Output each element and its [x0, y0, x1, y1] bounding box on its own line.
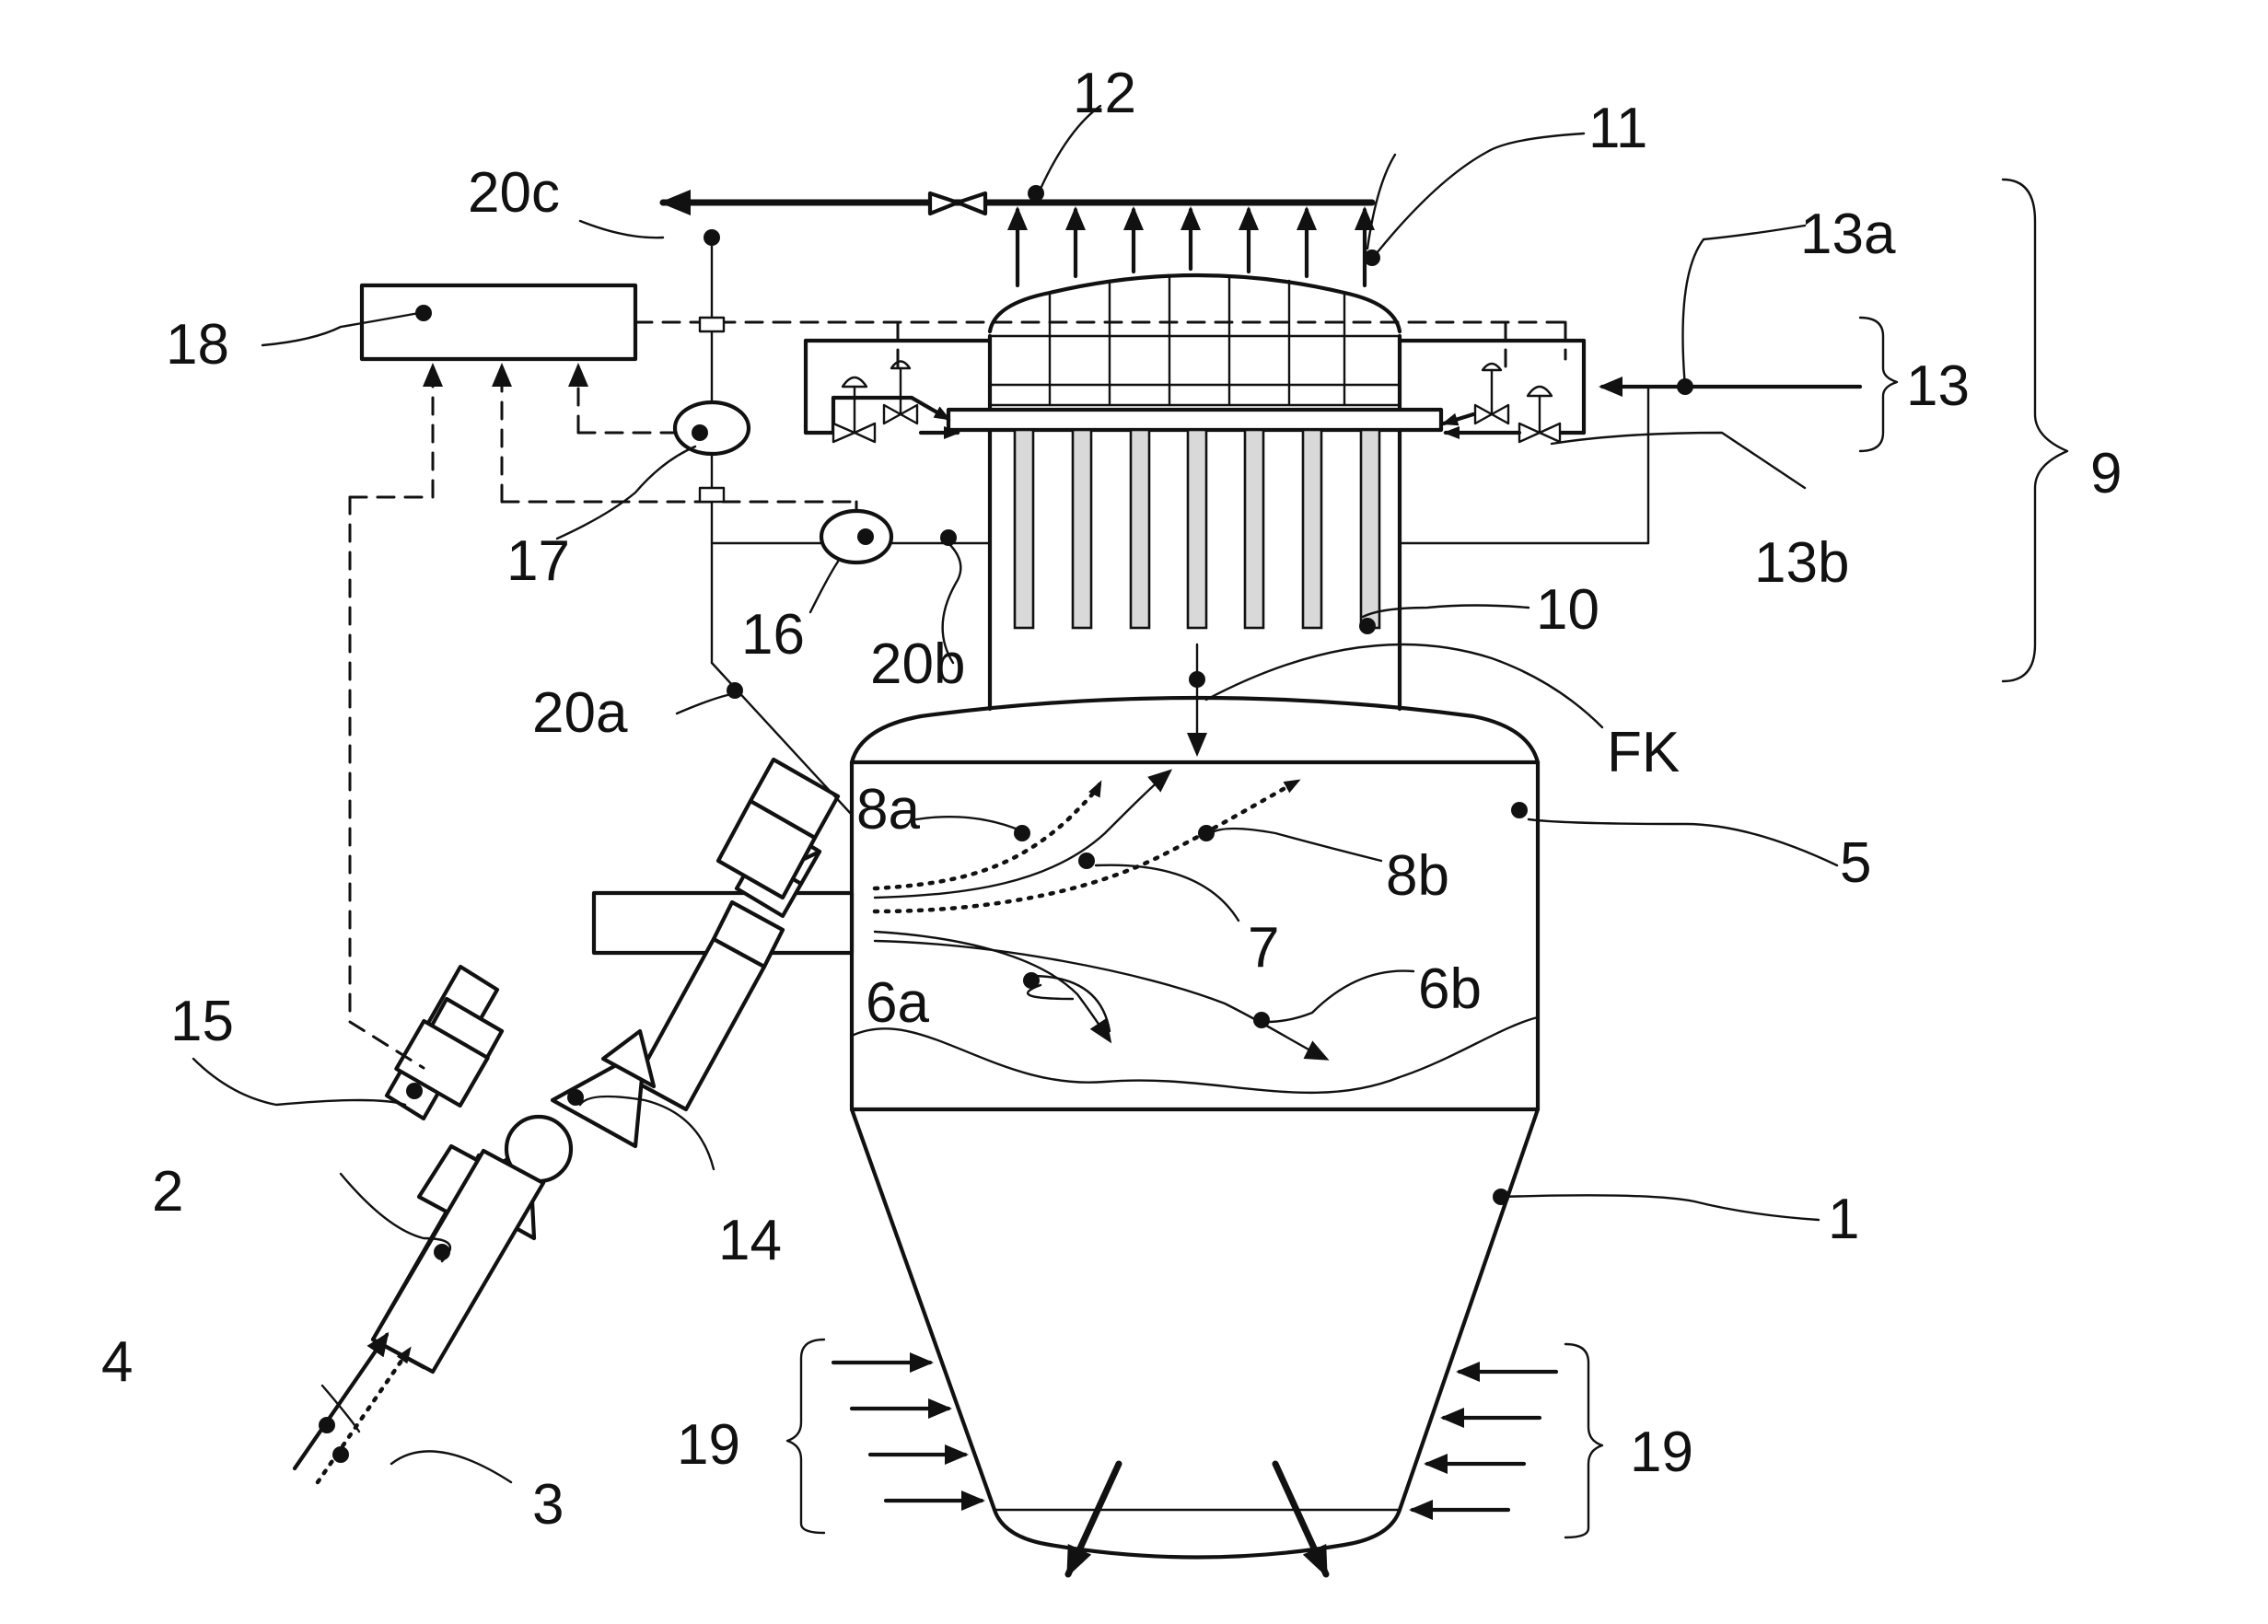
- label-13: 13: [1906, 354, 1970, 418]
- discharge-arrow-right: [1275, 1464, 1326, 1574]
- label-10: 10: [1536, 578, 1599, 642]
- label-15: 15: [170, 990, 234, 1053]
- label-5: 5: [1840, 831, 1871, 895]
- label-6a: 6a: [866, 971, 929, 1035]
- label-11: 11: [1588, 97, 1647, 160]
- label-1: 1: [1828, 1188, 1859, 1251]
- vessel-body: [852, 698, 1538, 1558]
- label-17: 17: [506, 529, 570, 593]
- label-9: 9: [2090, 442, 2122, 505]
- label-19-right: 19: [1630, 1421, 1693, 1484]
- label-12: 12: [1073, 62, 1136, 125]
- gas-inlets-right: [1413, 1344, 1602, 1537]
- label-3: 3: [532, 1473, 564, 1537]
- leader-dots: [319, 185, 1693, 1463]
- label-16: 16: [741, 603, 805, 667]
- label-8a: 8a: [856, 778, 920, 841]
- label-4: 4: [101, 1330, 133, 1394]
- label-13a: 13a: [1800, 203, 1896, 266]
- dosing-device: [387, 967, 502, 1119]
- label-20c: 20c: [468, 161, 560, 225]
- feed-duct-lower: [295, 1151, 543, 1482]
- gas-inlets-left: [787, 1340, 982, 1533]
- label-8b: 8b: [1386, 844, 1449, 908]
- label-2: 2: [152, 1160, 183, 1224]
- label-FK: FK: [1607, 721, 1680, 784]
- label-18: 18: [166, 313, 229, 377]
- label-13b: 13b: [1754, 531, 1849, 595]
- label-20a: 20a: [532, 681, 628, 745]
- label-14: 14: [718, 1209, 782, 1272]
- label-20b: 20b: [870, 632, 965, 696]
- label-19-left: 19: [677, 1413, 740, 1477]
- brace-9: [2003, 180, 2067, 681]
- filter-candles: [1015, 430, 1379, 628]
- discharge-arrow-left: [1068, 1464, 1119, 1574]
- cleaning-gas-manifold: [806, 341, 1860, 543]
- sampling-lines: [675, 238, 990, 815]
- brace-13: [1860, 318, 1897, 451]
- controller-box: [362, 285, 635, 359]
- label-7: 7: [1248, 916, 1279, 980]
- label-6b: 6b: [1418, 957, 1482, 1021]
